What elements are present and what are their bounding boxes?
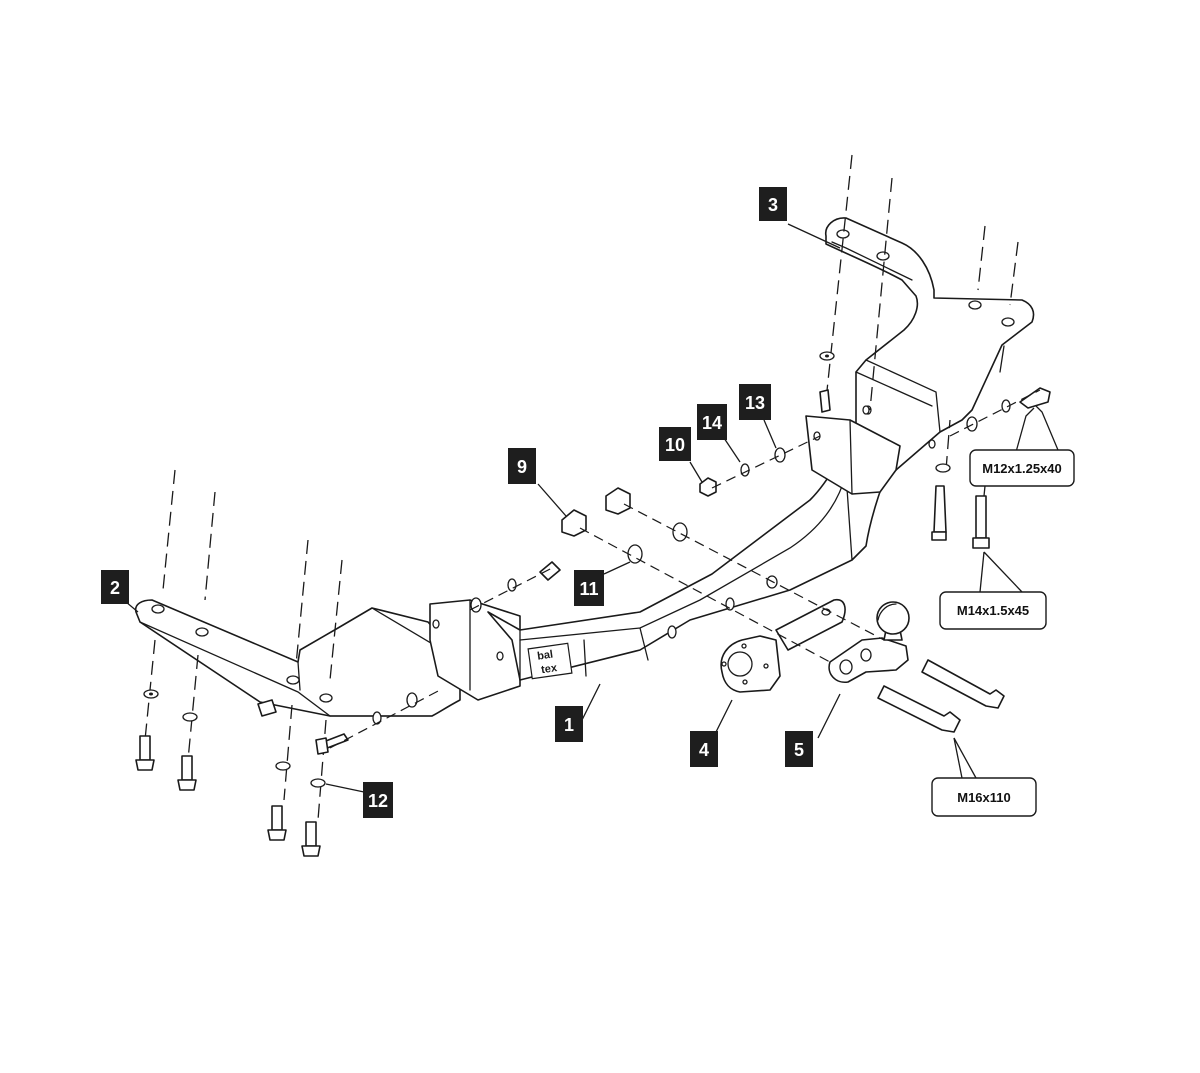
svg-text:M12x1.25x40: M12x1.25x40 (982, 461, 1062, 476)
socket-plate (720, 598, 846, 693)
callout-1: 1 (555, 706, 583, 742)
callout-5: 5 (785, 731, 813, 767)
callout-9: 9 (508, 448, 536, 484)
left-vertical-bolts (135, 689, 326, 857)
callout-10: 10 (659, 427, 691, 461)
logo-line-1: bal (536, 649, 553, 663)
svg-text:3: 3 (768, 195, 778, 215)
callout-2: 2 (101, 570, 129, 604)
svg-text:12: 12 (368, 791, 388, 811)
svg-text:10: 10 (665, 435, 685, 455)
svg-text:1: 1 (564, 715, 574, 735)
m12-bolt-set (949, 387, 1051, 437)
svg-text:M16x110: M16x110 (957, 790, 1011, 805)
svg-text:M14x1.5x45: M14x1.5x45 (957, 603, 1029, 618)
svg-text:2: 2 (110, 578, 120, 598)
svg-text:4: 4 (699, 740, 709, 760)
callout-3: 3 (759, 187, 787, 221)
spec-label-m16: M16x110 (931, 777, 1037, 817)
spec-label-m12: M12x1.25x40 (969, 449, 1075, 487)
svg-text:13: 13 (745, 393, 765, 413)
main-crossbar: bal tex (429, 405, 901, 701)
svg-text:9: 9 (517, 457, 527, 477)
callout-11: 11 (574, 570, 604, 606)
upper-fasteners (699, 435, 821, 497)
spec-label-m14: M14x1.5x45 (939, 591, 1047, 630)
long-bolts (877, 659, 1005, 733)
callout-13: 13 (739, 384, 771, 420)
right-bracket-axes (825, 154, 1019, 471)
tow-ball (828, 601, 910, 684)
logo-line-2: tex (540, 662, 558, 676)
callout-12: 12 (363, 782, 393, 818)
callout-14: 14 (697, 404, 727, 440)
ball-fasteners (561, 487, 885, 663)
right-vertical-bolts (819, 351, 990, 549)
right-mounting-bracket (824, 217, 1035, 471)
svg-text:14: 14 (702, 413, 722, 433)
left-horizontal-bolts (315, 561, 561, 755)
svg-text:11: 11 (579, 579, 598, 599)
leader-lines (125, 223, 1059, 793)
svg-text:5: 5 (794, 740, 804, 760)
callout-4: 4 (690, 731, 718, 767)
